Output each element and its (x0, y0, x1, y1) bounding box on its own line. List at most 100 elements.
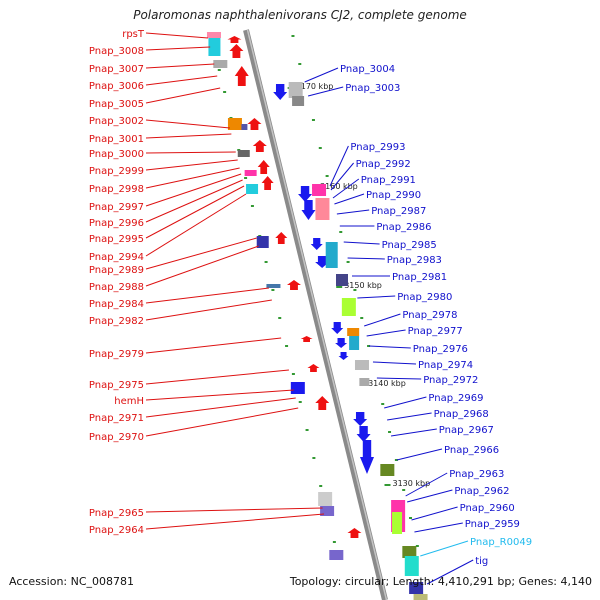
gene-arrow-forward (252, 140, 267, 152)
track-dot (250, 205, 254, 207)
gene-label-left: Pnap_3001 (89, 134, 144, 145)
gene-feature (246, 184, 259, 194)
topology-summary: Topology: circular; Length: 4,410,291 bp… (289, 575, 592, 588)
leader-line (369, 345, 411, 349)
track-dot (271, 289, 275, 291)
leader-line (347, 257, 385, 260)
track-dot (325, 175, 329, 177)
gene-label-right: Pnap_3004 (340, 64, 395, 75)
gene-arrow-forward (315, 396, 330, 410)
gene-arrow-reverse (315, 256, 330, 268)
leader-line (396, 448, 443, 461)
gene-label-left: Pnap_3008 (89, 46, 144, 57)
gene-label-left: hemH (114, 396, 144, 407)
gene-arrow-forward (227, 36, 242, 43)
gene-label-left: Pnap_3006 (89, 81, 144, 92)
gene-label-right: Pnap_2987 (371, 206, 426, 217)
gene-feature (325, 242, 338, 268)
kbp-tick-label: 3170 kbp (296, 82, 334, 91)
gene-feature (359, 378, 370, 386)
gene-feature (380, 464, 395, 476)
kbp-tick-label: 3150 kbp (344, 281, 382, 290)
gene-label-right: Pnap_2980 (397, 292, 452, 303)
gene-feature (266, 284, 281, 288)
leader-line (145, 46, 211, 51)
leader-line (414, 522, 463, 533)
gene-label-left: Pnap_2964 (89, 525, 144, 536)
leader-line (405, 472, 448, 497)
leader-line (406, 489, 453, 503)
leader-line (334, 193, 365, 205)
gene-arrow-reverse (338, 352, 349, 360)
gene-feature (341, 298, 356, 316)
leader-line (145, 185, 245, 239)
track-dot (402, 489, 406, 491)
gene-label-left: Pnap_2989 (89, 265, 144, 276)
gene-arrow-reverse (359, 440, 374, 474)
leader-line (332, 178, 360, 199)
track-dot (244, 177, 248, 179)
track-dot (319, 485, 323, 487)
backbone-highlight (246, 29, 388, 600)
gene-label-left: Pnap_2971 (89, 413, 144, 424)
gene-feature (354, 360, 369, 370)
leader-line (372, 361, 417, 365)
gene-label-right: Pnap_2991 (361, 175, 416, 186)
leader-line (390, 428, 437, 437)
gene-label-left: Pnap_3005 (89, 99, 144, 110)
gene-feature (290, 382, 305, 394)
gene-arrow-reverse (310, 238, 323, 250)
leader-line (145, 389, 294, 401)
gene-arrow-forward (261, 176, 274, 190)
leader-line (145, 75, 218, 86)
leader-line (145, 237, 257, 270)
gene-feature (292, 96, 305, 106)
gene-feature (329, 550, 344, 560)
leader-line (376, 377, 422, 380)
leader-line (336, 209, 370, 215)
track-dot (346, 261, 350, 263)
gene-feature (413, 594, 428, 600)
leader-line (145, 337, 282, 354)
leader-line (145, 63, 215, 69)
gene-feature (206, 32, 221, 38)
kbp-tick-label: 3140 kbp (368, 379, 406, 388)
leader-line (384, 396, 427, 409)
accession-label: Accession: (9, 575, 71, 588)
track-dot (311, 119, 315, 121)
gene-arrow-forward (234, 66, 249, 86)
track-dot (367, 345, 371, 347)
leader-line (357, 295, 396, 299)
gene-feature (213, 60, 228, 68)
leader-line (330, 162, 354, 191)
gene-label-right: Pnap_2969 (428, 393, 483, 404)
gene-arrow-forward (286, 280, 301, 290)
leader-line (145, 173, 242, 207)
gene-feature (244, 170, 257, 176)
gene-label-right: Pnap_3003 (345, 83, 400, 94)
gene-arrow-forward (275, 232, 288, 244)
track-dot (388, 431, 392, 433)
gene-label-left: Pnap_2970 (89, 432, 144, 443)
gene-label-right: Pnap_2966 (444, 445, 499, 456)
track-dot (394, 459, 398, 461)
gene-arrow-reverse (353, 412, 368, 426)
gene-feature (315, 198, 330, 220)
track-dot (217, 69, 221, 71)
gene-feature (256, 236, 269, 248)
leader-line (145, 179, 243, 223)
kbp-tick-label: 3160 kbp (320, 182, 358, 191)
gene-label-right: Pnap_2985 (382, 240, 437, 251)
gene-arrow-forward (300, 336, 313, 342)
gene-arrow-reverse (356, 426, 371, 442)
leader-line (145, 407, 299, 437)
track-dot (298, 401, 302, 403)
gene-label-left: Pnap_2988 (89, 282, 144, 293)
leader-line (145, 87, 221, 104)
leader-line (366, 329, 406, 337)
leader-line (329, 145, 349, 187)
track-dot (360, 317, 364, 319)
gene-label-right: Pnap_2977 (408, 326, 463, 337)
leader-line (304, 67, 339, 83)
